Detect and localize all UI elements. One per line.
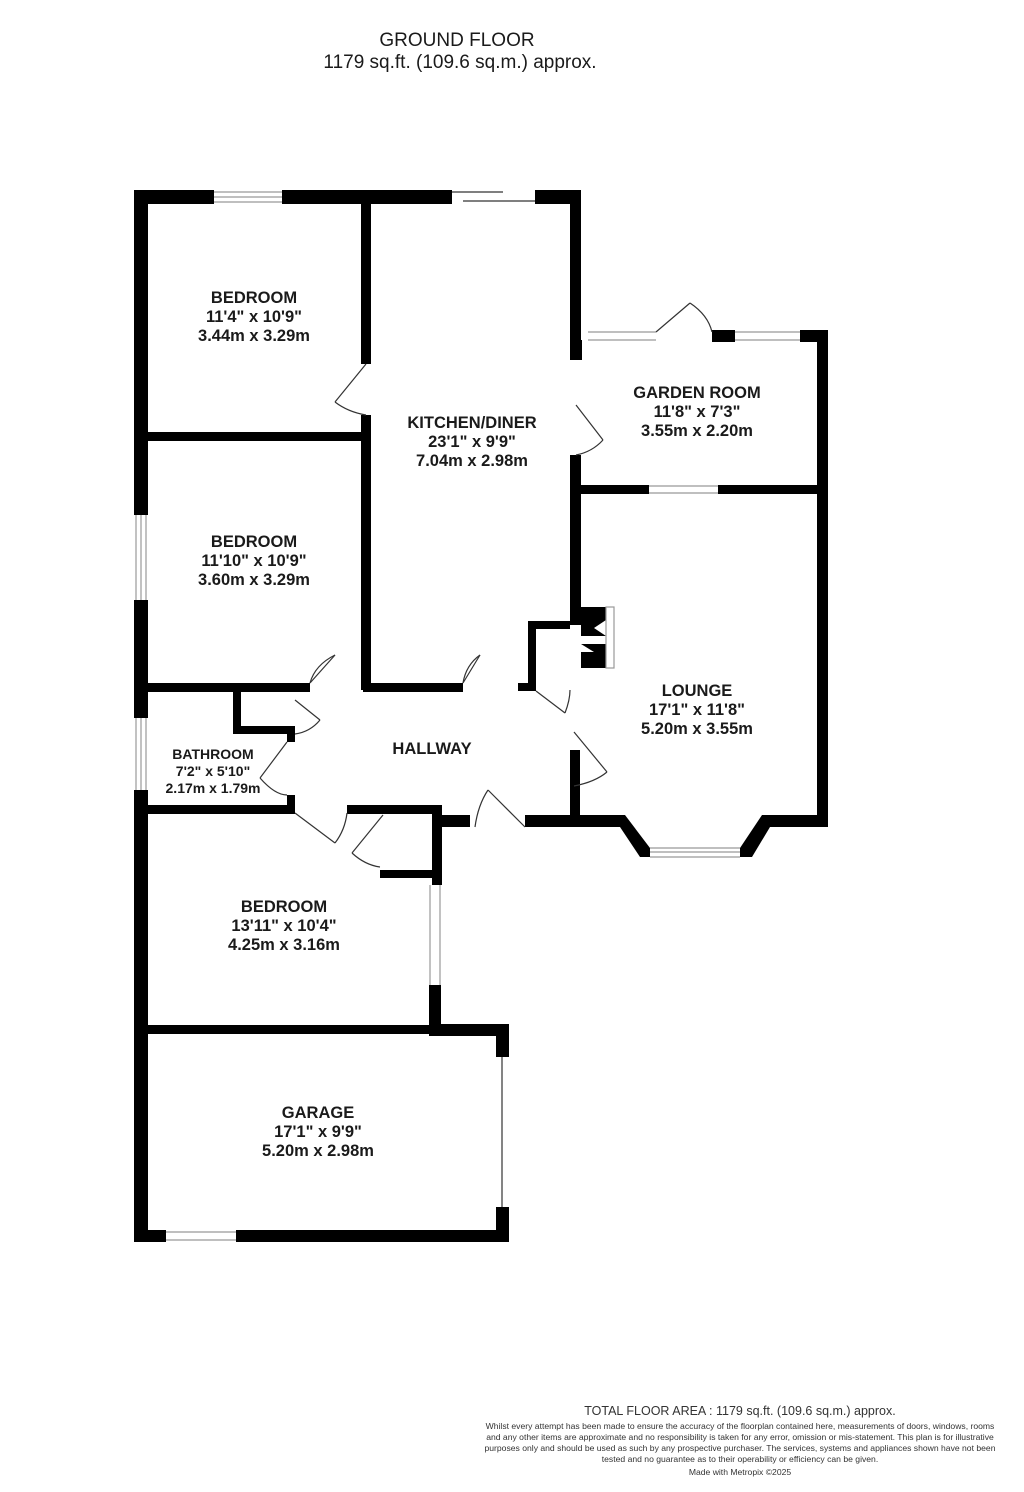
- room-metric: 2.17m x 1.79m: [165, 780, 261, 796]
- room-name: GARDEN ROOM: [633, 384, 761, 402]
- walls: [134, 190, 828, 1242]
- floor-header: GROUND FLOOR 1179 sq.ft. (109.6 sq.m.) a…: [0, 30, 920, 74]
- windows: [135, 191, 800, 1241]
- room-imperial: 11'8" x 7'3": [653, 403, 741, 421]
- credit: Made with Metropix ©2025: [688, 1467, 792, 1477]
- disclaimer: Whilst every attempt has been made to en…: [484, 1421, 996, 1464]
- room-imperial: 11'10" x 10'9": [201, 552, 307, 570]
- room-name: BEDROOM: [240, 898, 328, 916]
- room-imperial: 17'1" x 9'9": [274, 1123, 362, 1141]
- room-bedroom-1: BEDROOM 11'4" x 10'9" 3.44m x 3.29m: [198, 289, 310, 346]
- room-hallway: HALLWAY: [392, 740, 471, 759]
- room-kitchen-diner: KITCHEN/DINER 23'1" x 9'9" 7.04m x 2.98m: [407, 414, 536, 471]
- floor-title: GROUND FLOOR: [379, 30, 535, 51]
- room-metric: 5.20m x 3.55m: [641, 720, 753, 738]
- room-imperial: 11'4" x 10'9": [205, 308, 302, 326]
- room-imperial: 7'2" x 5'10": [175, 763, 251, 779]
- room-garage: GARAGE 17'1" x 9'9" 5.20m x 2.98m: [262, 1104, 374, 1161]
- room-metric: 3.44m x 3.29m: [198, 327, 310, 345]
- room-metric: 7.04m x 2.98m: [416, 452, 528, 470]
- room-name: HALLWAY: [392, 740, 472, 758]
- room-name: LOUNGE: [661, 682, 733, 700]
- room-metric: 3.60m x 3.29m: [198, 571, 310, 589]
- room-name: KITCHEN/DINER: [407, 414, 537, 432]
- total-floor-area: TOTAL FLOOR AREA : 1179 sq.ft. (109.6 sq…: [584, 1404, 896, 1418]
- room-imperial: 13'11" x 10'4": [231, 917, 337, 935]
- room-lounge: LOUNGE 17'1" x 11'8" 5.20m x 3.55m: [641, 682, 753, 739]
- room-imperial: 23'1" x 9'9": [428, 433, 516, 451]
- room-bedroom-2: BEDROOM 11'10" x 10'9" 3.60m x 3.29m: [198, 533, 310, 590]
- room-metric: 4.25m x 3.16m: [228, 936, 340, 954]
- floor-area: 1179 sq.ft. (109.6 sq.m.) approx.: [323, 52, 597, 73]
- room-name: BEDROOM: [210, 289, 298, 307]
- room-name: BEDROOM: [210, 533, 298, 551]
- room-bedroom-3: BEDROOM 13'11" x 10'4" 4.25m x 3.16m: [228, 898, 340, 955]
- room-name: GARAGE: [281, 1104, 355, 1122]
- room-imperial: 17'1" x 11'8": [648, 701, 745, 719]
- doors: [259, 191, 713, 1207]
- room-name: BATHROOM: [172, 746, 254, 762]
- room-metric: 3.55m x 2.20m: [641, 422, 753, 440]
- room-garden-room: GARDEN ROOM 11'8" x 7'3" 3.55m x 2.20m: [633, 384, 760, 441]
- room-metric: 5.20m x 2.98m: [262, 1142, 374, 1160]
- room-bathroom: BATHROOM 7'2" x 5'10" 2.17m x 1.79m: [166, 746, 261, 797]
- footer: TOTAL FLOOR AREA : 1179 sq.ft. (109.6 sq…: [480, 1403, 1000, 1478]
